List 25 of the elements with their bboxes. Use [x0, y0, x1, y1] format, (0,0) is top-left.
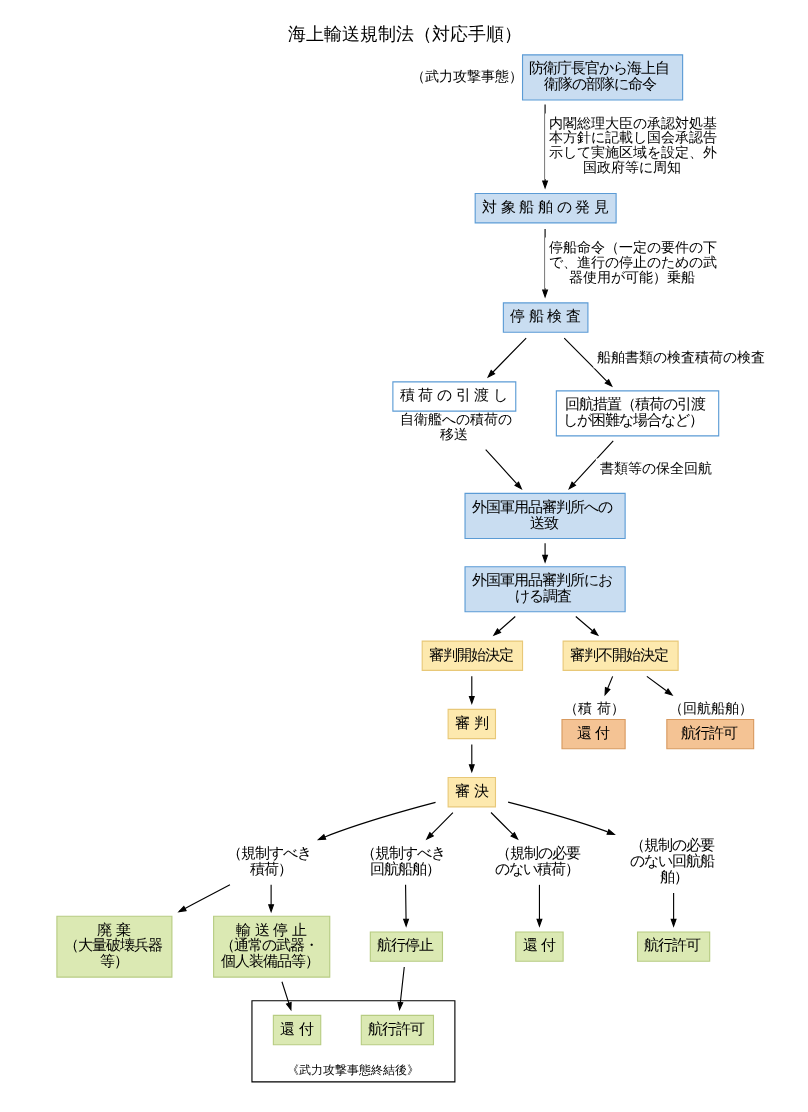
- arrow: [176, 884, 230, 913]
- arrow: [467, 744, 474, 774]
- arrow: [540, 542, 548, 564]
- arrow: [574, 615, 599, 637]
- arrow: [467, 675, 474, 706]
- arrow: [506, 801, 615, 835]
- arrow: [535, 884, 542, 928]
- arrow: [485, 337, 526, 379]
- arrow: [484, 449, 522, 491]
- arrow: [489, 811, 518, 841]
- arrow: [540, 228, 548, 299]
- arrow: [401, 884, 409, 928]
- arrow: [603, 675, 613, 697]
- diagram-title: 海上輸送規制法（対応手順）: [287, 25, 521, 46]
- arrow: [315, 801, 436, 841]
- arrow: [280, 981, 291, 1012]
- arrow: [396, 966, 404, 1011]
- arrow: [540, 104, 548, 190]
- arrow: [491, 615, 515, 637]
- arrow: [567, 440, 613, 490]
- arrow: [424, 811, 453, 841]
- arrow: [562, 337, 612, 388]
- arrow: [669, 892, 676, 928]
- arrow: [645, 675, 673, 697]
- arrow: [266, 884, 274, 914]
